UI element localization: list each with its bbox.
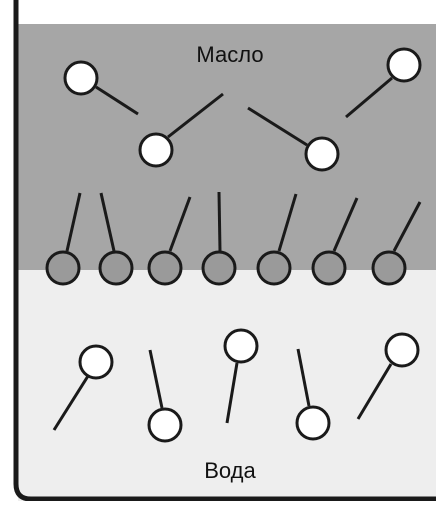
interface-molecule-1 — [45, 192, 82, 286]
interface-molecule-7 — [371, 201, 422, 286]
oil-molecule-4 — [345, 47, 422, 119]
interface-molecule-5 — [256, 193, 298, 286]
water-molecule-5 — [356, 332, 420, 420]
water-molecule-1 — [52, 344, 114, 431]
water-molecule-3 — [223, 328, 259, 424]
water-molecule-2 — [147, 349, 183, 443]
interface-molecule-6 — [311, 197, 359, 286]
water-molecule-4 — [295, 348, 331, 441]
container-outline — [13, 0, 436, 502]
oil-molecule-1 — [63, 60, 139, 116]
water-phase — [18, 270, 436, 501]
water-label: Вода — [204, 458, 256, 483]
oil-molecule-3 — [247, 106, 340, 172]
interface-molecule-4 — [201, 191, 237, 286]
interface-molecule-2 — [98, 192, 134, 286]
oil-label: Масло — [196, 42, 263, 67]
oil-molecule-2 — [138, 92, 224, 168]
interface-molecule-3 — [147, 196, 192, 286]
